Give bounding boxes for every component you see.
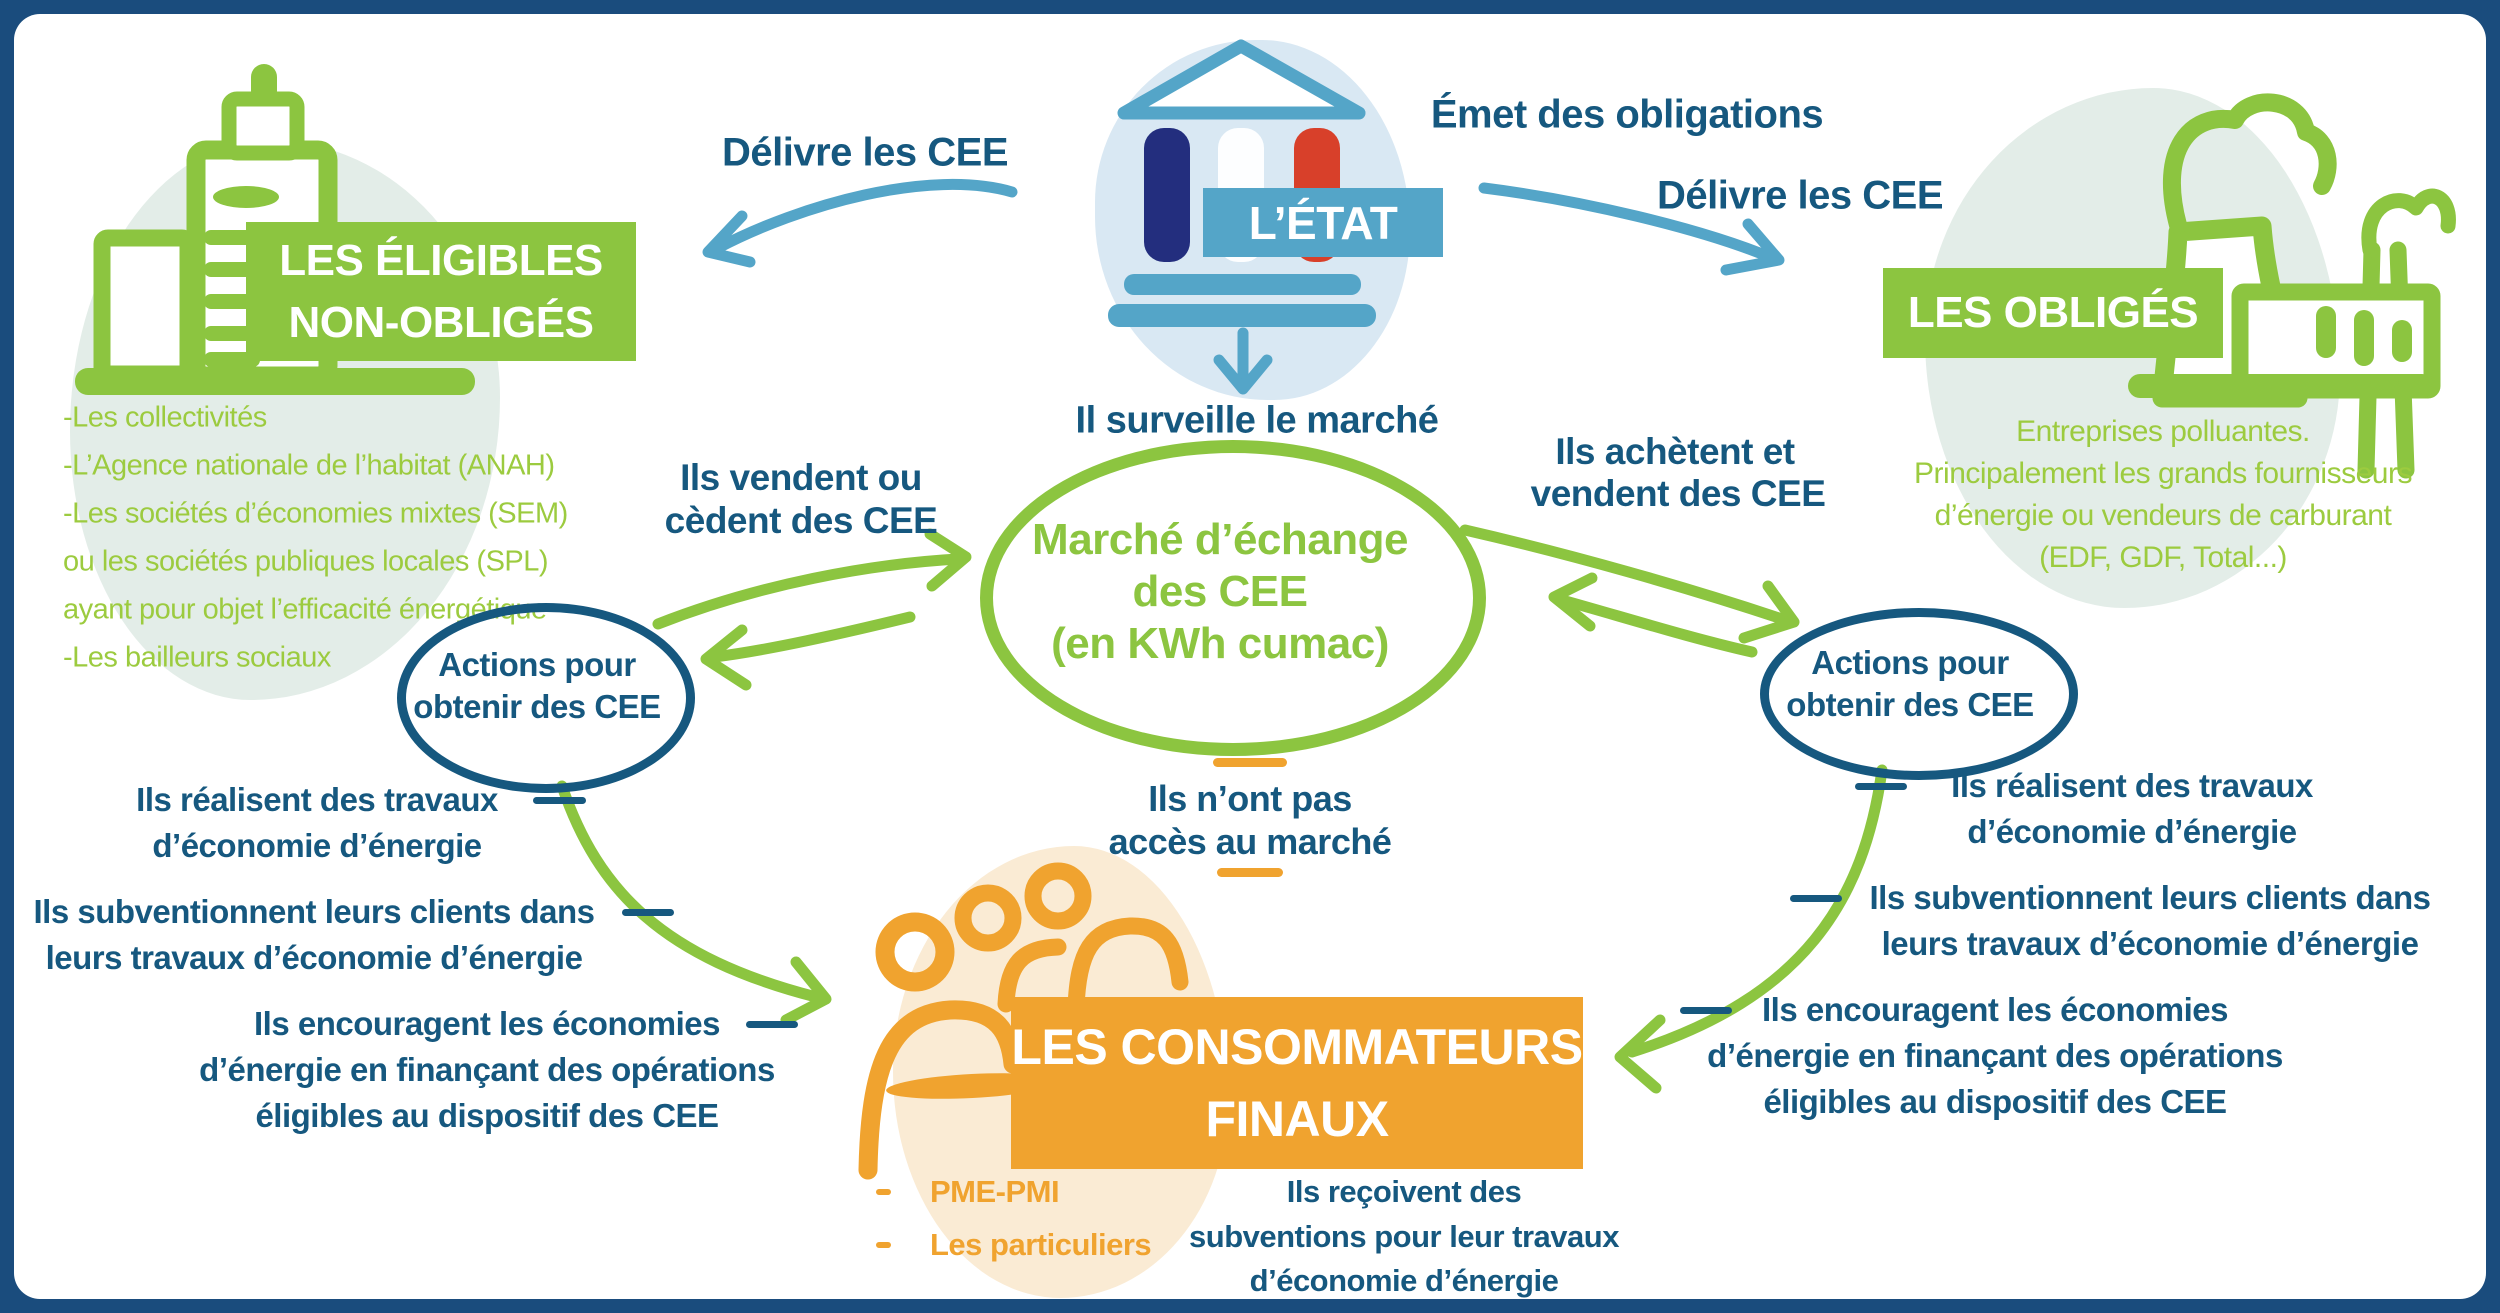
consumers-banner: LES CONSOMMATEURS FINAUX [1011,997,1583,1169]
delivre-left-label: Délivre les CEE [722,130,1009,175]
left-action-1-line1: Ils réalisent des travaux [136,781,498,818]
left-action-2-line2: leurs travaux d’économie d’énergie [45,939,583,976]
receive-line3: d’économie d’énergie [1249,1263,1559,1298]
obliges-title: LES OBLIGÉS [1907,288,2199,337]
arrowhead-right-consumers [1614,1014,1666,1094]
obliges-desc-line: (EDF, GDF, Total...) [2039,541,2287,574]
obliges-desc-line: d’énergie ou vendeurs de carburant [1934,499,2392,532]
receive-line2: subventions pour leur travaux [1189,1219,1619,1254]
right-action-3-line1: Ils encouragent les économies [1762,991,2229,1028]
surveille-label: Il surveille le marché [1075,399,1439,442]
buy-label-line1: Ils achètent et [1555,431,1795,472]
left-action-3-line1: Ils encouragent les économies [254,1005,721,1042]
right-action-3-line2: d’énergie en finançant des opérations [1707,1037,2283,1074]
right-action-1-dash [1855,783,1907,790]
consumers-title-line2: FINAUX [1205,1091,1389,1147]
left-action-1-dash [533,797,586,804]
eligibles-banner: LES ÉLIGIBLES NON-OBLIGÉS [246,222,636,361]
right-oval-line2: obtenir des CEE [1786,686,2034,723]
arrowhead-left-consumers [780,956,832,1026]
right-action-2-line2: leurs travaux d’économie d’énergie [1881,925,2419,962]
eligibles-title-line2: NON-OBLIGÉS [288,297,594,347]
right-action-2-line1: Ils subventionnent leurs clients dans [1869,879,2431,916]
obliges-banner: LES OBLIGÉS [1883,268,2223,358]
left-action-2-dash [622,909,674,916]
arrow-obliges-to-consumers [1626,764,1888,1058]
buy-label-line2: vendent des CEE [1530,473,1826,514]
consumer-item: Les particuliers [930,1227,1152,1262]
market-line3: (en KWh cumac) [1051,619,1389,668]
arrow-market-to-obliges [1459,524,1794,627]
arrow-sell-to-market [652,553,964,630]
state-label-band: L’ÉTAT [1203,188,1443,257]
no-access-line2: accès au marché [1108,821,1392,862]
left-action-2-line1: Ils subventionnent leurs clients dans [33,893,595,930]
arrowhead-to-obliges [1738,580,1800,644]
arrowhead-to-eligibles [700,624,752,691]
left-action-3-line3: éligibles au dispositif des CEE [255,1097,719,1134]
right-oval-line1: Actions pour [1811,644,2009,681]
arrowhead-sell [924,528,972,592]
government-building-icon [1108,39,1376,327]
arrow-eligibles-to-consumers [556,780,822,1003]
right-action-1-line2: d’économie d’énergie [1967,813,2297,850]
left-action-3-line2: d’énergie en finançant des opérations [199,1051,775,1088]
consumer-item-dash [876,1242,891,1248]
arrowhead-delivre-right [1720,218,1785,276]
left-actions-oval [397,603,695,793]
right-action-2-dash [1790,895,1842,902]
no-access-dash-top [1213,758,1287,767]
market-line1: Marché d’échange [1032,515,1408,564]
arrow-delivre-left [712,178,1018,254]
arrowhead-buy [1548,572,1598,632]
right-action-3-line3: éligibles au dispositif des CEE [1763,1083,2227,1120]
consumer-item-dash [876,1189,891,1195]
eligibles-list-item: -Les collectivités [63,401,267,434]
state-arrows [702,178,1785,395]
eligibles-title-line1: LES ÉLIGIBLES [279,235,603,285]
market-line2: des CEE [1132,567,1308,616]
emet-obligations-label: Émet des obligations [1430,92,1824,137]
left-action-1-line2: d’économie d’énergie [152,827,482,864]
sell-label-line1: Ils vendent ou [680,457,922,498]
receive-line1: Ils reçoivent des [1286,1174,1522,1209]
eligibles-list-item: ou les sociétés publiques locales (SPL) [63,545,549,578]
arrowhead-surveille [1213,354,1273,395]
obliges-desc-line: Entreprises polluantes. [2016,415,2310,448]
arrow-buy-to-market [1556,594,1758,658]
left-oval-line2: obtenir des CEE [413,688,661,725]
right-action-1-line1: Ils réalisent des travaux [1951,767,2313,804]
consumers-title-line1: LES CONSOMMATEURS [1011,1019,1583,1075]
consumer-item: PME-PMI [930,1174,1060,1209]
obliges-desc-line: Principalement les grands fournisseurs [1914,457,2412,490]
market-arrows [556,524,1888,1094]
right-action-3-dash [1680,1007,1732,1014]
arrowhead-delivre-left [702,210,756,268]
sell-label-line2: cèdent des CEE [664,500,938,541]
eligibles-list-item: -L’Agence nationale de l’habitat (ANAH) [63,449,555,482]
arrow-market-to-eligibles [708,611,916,663]
eligibles-list-item: -Les bailleurs sociaux [63,641,331,674]
left-oval-line1: Actions pour [438,646,636,683]
delivre-right-label: Délivre les CEE [1657,173,1944,218]
right-actions-oval [1760,608,2078,780]
state-label: L’ÉTAT [1248,196,1398,249]
eligibles-list-item: -Les sociétés d’économies mixtes (SEM) [63,497,568,530]
left-action-3-dash [746,1021,798,1028]
no-access-dash-bottom [1217,868,1283,877]
arrow-delivre-right [1478,182,1778,264]
no-access-line1: Ils n’ont pas [1148,778,1352,819]
